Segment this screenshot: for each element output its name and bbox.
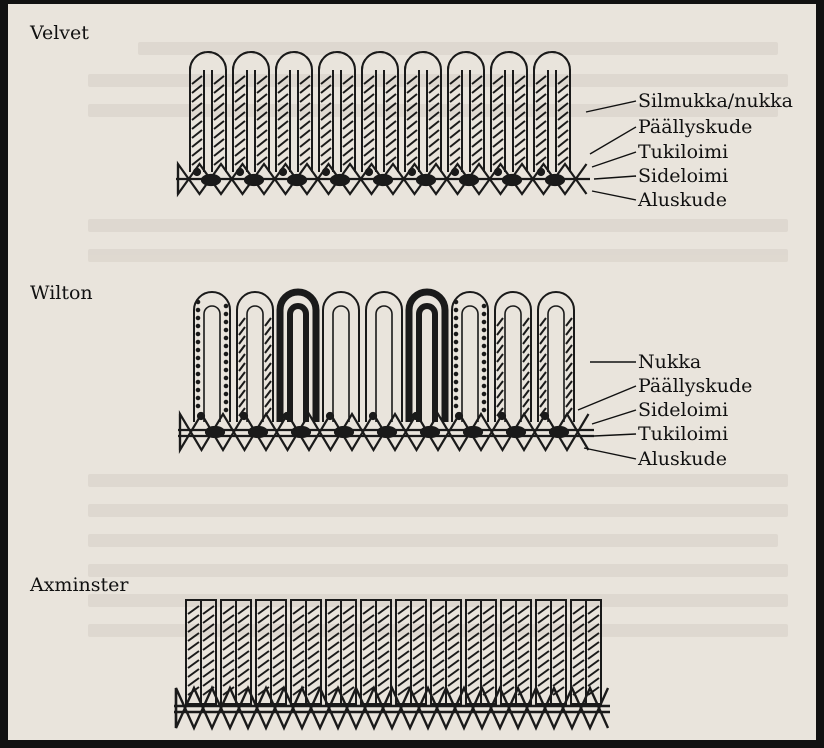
- axminster-tuft: [326, 600, 356, 704]
- axminster-tuft: [536, 600, 566, 704]
- axminster-weave-diagram: [8, 4, 816, 740]
- axminster-pile: [174, 600, 610, 728]
- axminster-tuft: [501, 600, 531, 704]
- axminster-tuft: [256, 600, 286, 704]
- axminster-tuft: [221, 600, 251, 704]
- figure-page: Velvet Silmukka/nukka Päällyskude Tukilo…: [8, 4, 816, 740]
- axminster-tuft: [291, 600, 321, 704]
- axminster-tuft: [571, 600, 601, 704]
- axminster-tuft: [361, 600, 391, 704]
